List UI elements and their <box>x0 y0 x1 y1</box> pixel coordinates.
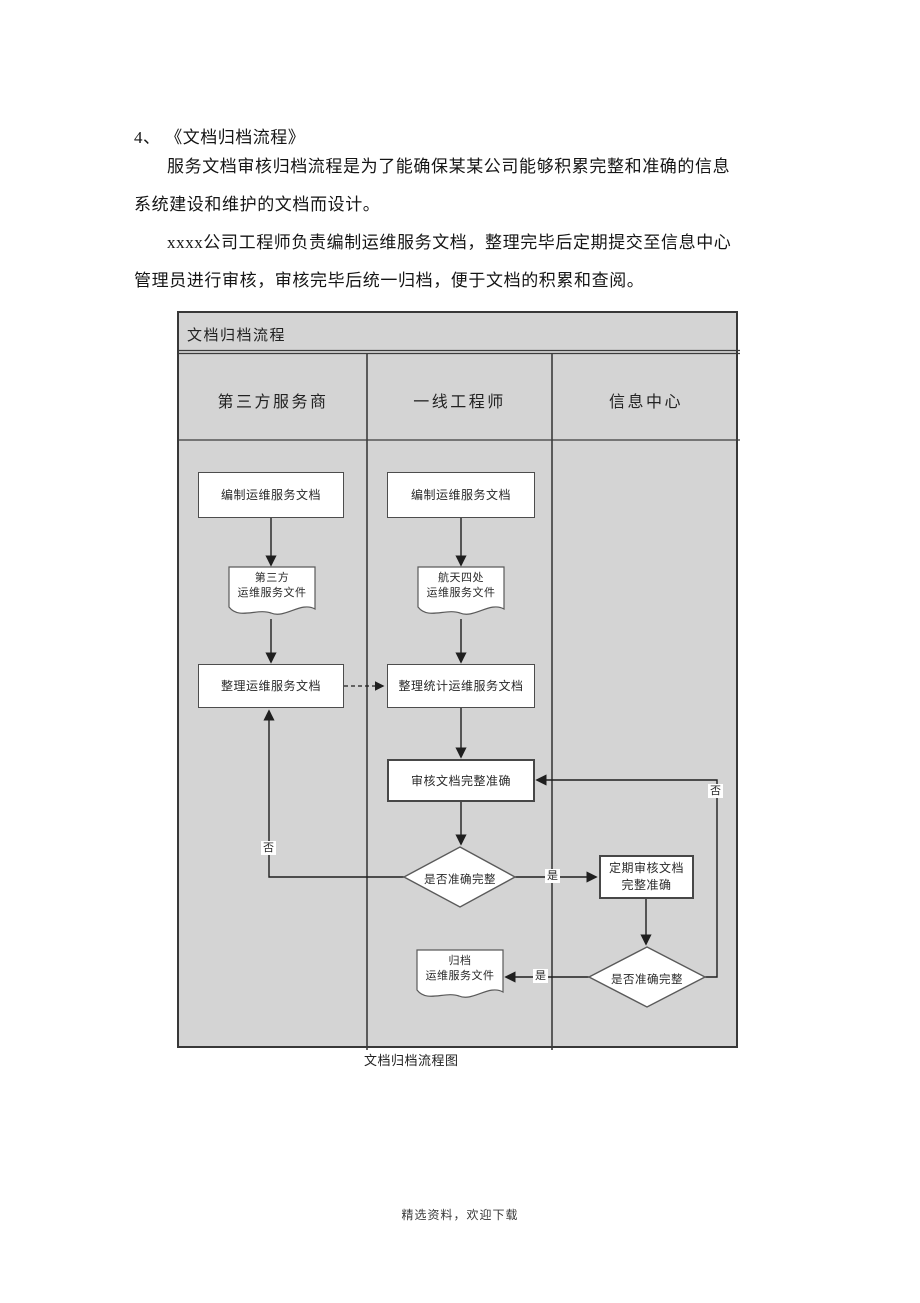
flowchart-title: 文档归档流程 <box>187 328 287 344</box>
dept-file-line2: 运维服务文件 <box>426 587 496 599</box>
archive-file-line1: 归档 <box>448 955 472 967</box>
flow-node-decision-engineer: 是否准确完整 <box>424 874 496 886</box>
edge-label-engineer-yes: 是 <box>545 869 560 883</box>
page-footer: 精选资料，欢迎下载 <box>401 1208 519 1222</box>
body-line-2: 系统建设和维护的文档而设计。 <box>134 195 381 214</box>
edge-decision-no-return <box>263 709 404 878</box>
edge-label-center-yes: 是 <box>533 969 548 983</box>
edge-label-engineer-no: 否 <box>261 841 276 855</box>
edge-decision2-no-return <box>535 774 718 978</box>
flow-node-archive-file: 归档 运维服务文件 <box>417 950 503 1002</box>
dept-file-line1: 航天四处 <box>438 572 484 584</box>
body-line-3: xxxx公司工程师负责编制运维服务文档，整理完毕后定期提交至信息中心 <box>167 233 732 252</box>
periodic-review-line2: 完整准确 <box>621 878 672 892</box>
flow-node-review-doc: 审核文档完整准确 <box>387 759 535 802</box>
flow-node-compile-doc-engineer: 编制运维服务文档 <box>387 472 535 518</box>
body-line-1: 服务文档审核归档流程是为了能确保某某公司能够积累完整和准确的信息 <box>167 157 731 176</box>
dept-file-shape <box>417 566 505 615</box>
flowchart: 文档归档流程 第三方服务商 一线工程师 信息中心 <box>177 311 740 1050</box>
vendor-file-line1: 第三方 <box>254 572 290 584</box>
edge-label-center-no: 否 <box>708 784 723 798</box>
swimlane-grid <box>179 349 740 1050</box>
flow-connectors-layer <box>179 349 740 1050</box>
connectors <box>263 518 718 983</box>
vendor-file-shape <box>228 566 316 615</box>
flow-node-vendor-file: 第三方 运维服务文件 <box>229 567 315 619</box>
flow-node-compile-doc-vendor: 编制运维服务文档 <box>198 472 344 518</box>
flow-node-decision-center: 是否准确完整 <box>611 974 683 986</box>
section-heading: 4、 《文档归档流程》 <box>134 128 306 147</box>
flow-node-periodic-review: 定期审核文档 完整准确 <box>599 855 694 899</box>
decision-shapes <box>402 846 707 1008</box>
figure-caption: 文档归档流程图 <box>364 1053 459 1068</box>
lane-header-info-center: 信息中心 <box>608 394 683 411</box>
body-line-4: 管理员进行审核，审核完毕后统一归档，便于文档的积累和查阅。 <box>134 271 645 290</box>
periodic-review-line1: 定期审核文档 <box>608 861 684 875</box>
lane-header-third-party: 第三方服务商 <box>217 394 329 411</box>
decision-center-shape <box>587 946 707 1008</box>
flow-node-organize-stats: 整理统计运维服务文档 <box>387 664 535 708</box>
archive-file-line2: 运维服务文件 <box>425 970 495 982</box>
flow-node-organize-vendor: 整理运维服务文档 <box>198 664 344 708</box>
lane-header-engineer: 一线工程师 <box>413 394 506 411</box>
flow-node-dept-file: 航天四处 运维服务文件 <box>418 567 504 619</box>
document-shapes <box>228 566 505 998</box>
vendor-file-line2: 运维服务文件 <box>237 587 307 599</box>
archive-file-shape <box>416 949 504 998</box>
decision-engineer-shape <box>402 846 517 908</box>
